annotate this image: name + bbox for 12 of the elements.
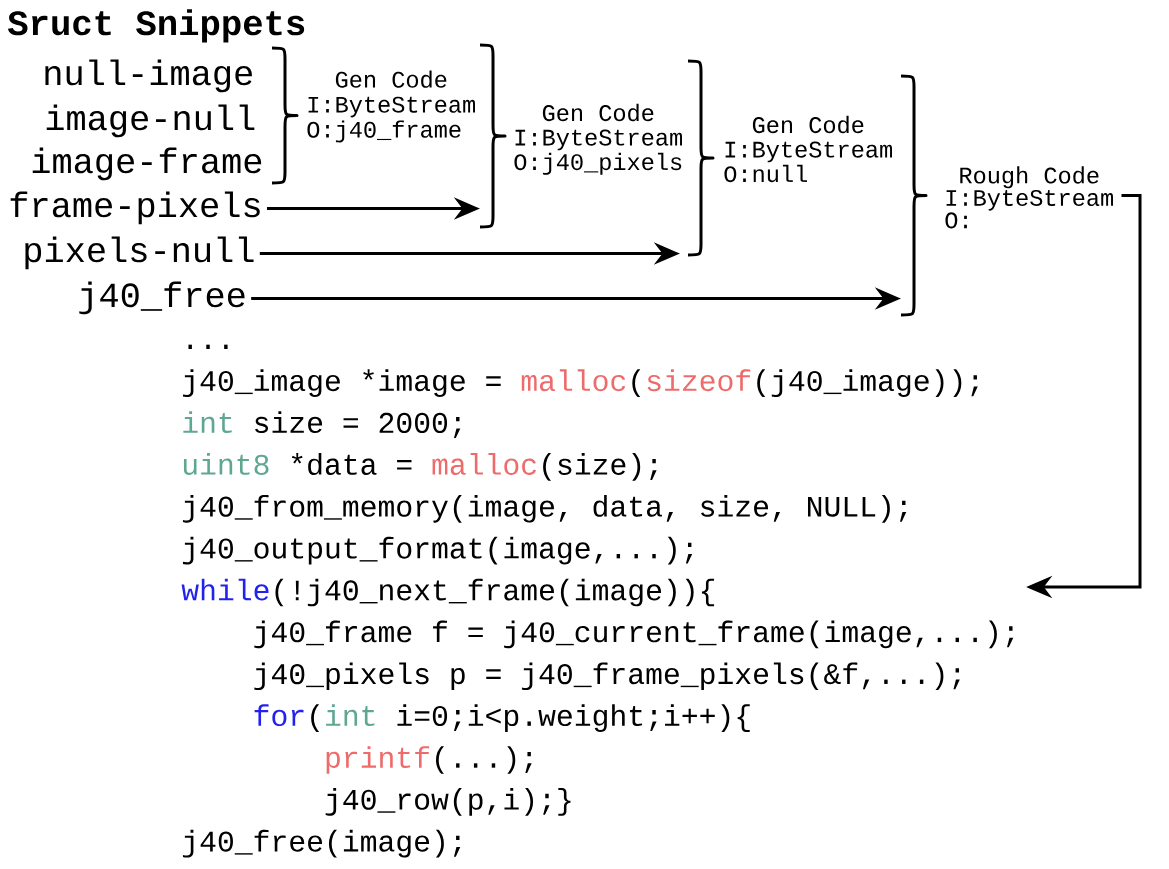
brace-label: Gen Code I:ByteStream O:j40_frame [272,46,475,185]
snippet-label: image-null [46,104,255,138]
title: Sruct Snippets [7,9,305,43]
code-text: ... j40_image *image = malloc(sizeof(j40_image)); int size = 2000; uint8 *data = malloc(size); j40_from_memory(image, data, size, NULL); j40_output_format(image,...); while(!j40_next_frame(image)){ j40_frame f = j40_current_frame(image,...); j40_pixels p = j40_frame_pixels(&f,...); for(int i=0;i<p.weight;i++){ printf(...); j40_row(p,i);} j40_free(image); [181,344,1014,858]
snippet-label: null-image [45,59,252,93]
snippet-label: pixels-null [25,236,254,270]
brace-label: Rough Code I:ByteStream O: [901,74,1113,317]
snippet-label: image-frame [32,147,262,181]
snippet-label: j40_free [79,281,245,315]
brace-label: Gen Code I:ByteStream O:j40_pixels [480,43,682,229]
snippet-label: frame-pixels [10,191,260,225]
brace-label: Gen Code I:ByteStream O:null [688,59,892,257]
